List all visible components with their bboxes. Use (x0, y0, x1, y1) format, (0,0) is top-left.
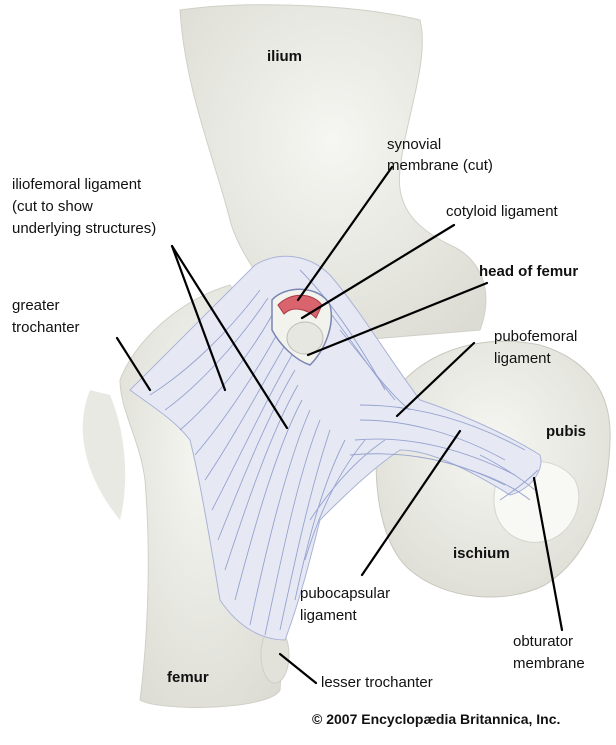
obturator-label-line2: membrane (513, 654, 585, 673)
pubofemoral-label-line2: ligament (494, 349, 551, 368)
femur-label: femur (167, 668, 209, 687)
obturator-label-line1: obturator (513, 632, 573, 651)
ischium-label: ischium (453, 544, 510, 563)
synovial-label-line1: synovial (387, 135, 441, 154)
greater-trochanter-label-line2: trochanter (12, 318, 80, 337)
head-of-femur-label: head of femur (479, 262, 578, 281)
femur-shadow (83, 390, 125, 520)
iliofemoral-label-line1: iliofemoral ligament (12, 175, 141, 194)
synovial-label-line2: membrane (cut) (387, 156, 493, 175)
pubofemoral-label-line1: pubofemoral (494, 327, 577, 346)
iliofemoral-label-line3: underlying structures) (12, 219, 156, 238)
greater-trochanter-label-line1: greater (12, 296, 60, 315)
pubis-label: pubis (546, 422, 586, 441)
iliofemoral-label-line2: (cut to show (12, 197, 93, 216)
copyright-notice: © 2007 Encyclopædia Britannica, Inc. (312, 711, 560, 727)
femoral-head (287, 322, 323, 354)
pubocapsular-label-line1: pubocapsular (300, 584, 390, 603)
lesser-trochanter-label: lesser trochanter (321, 673, 433, 692)
ilium-label: ilium (267, 47, 302, 66)
cotyloid-label: cotyloid ligament (446, 202, 558, 221)
pubocapsular-label-line2: ligament (300, 606, 357, 625)
